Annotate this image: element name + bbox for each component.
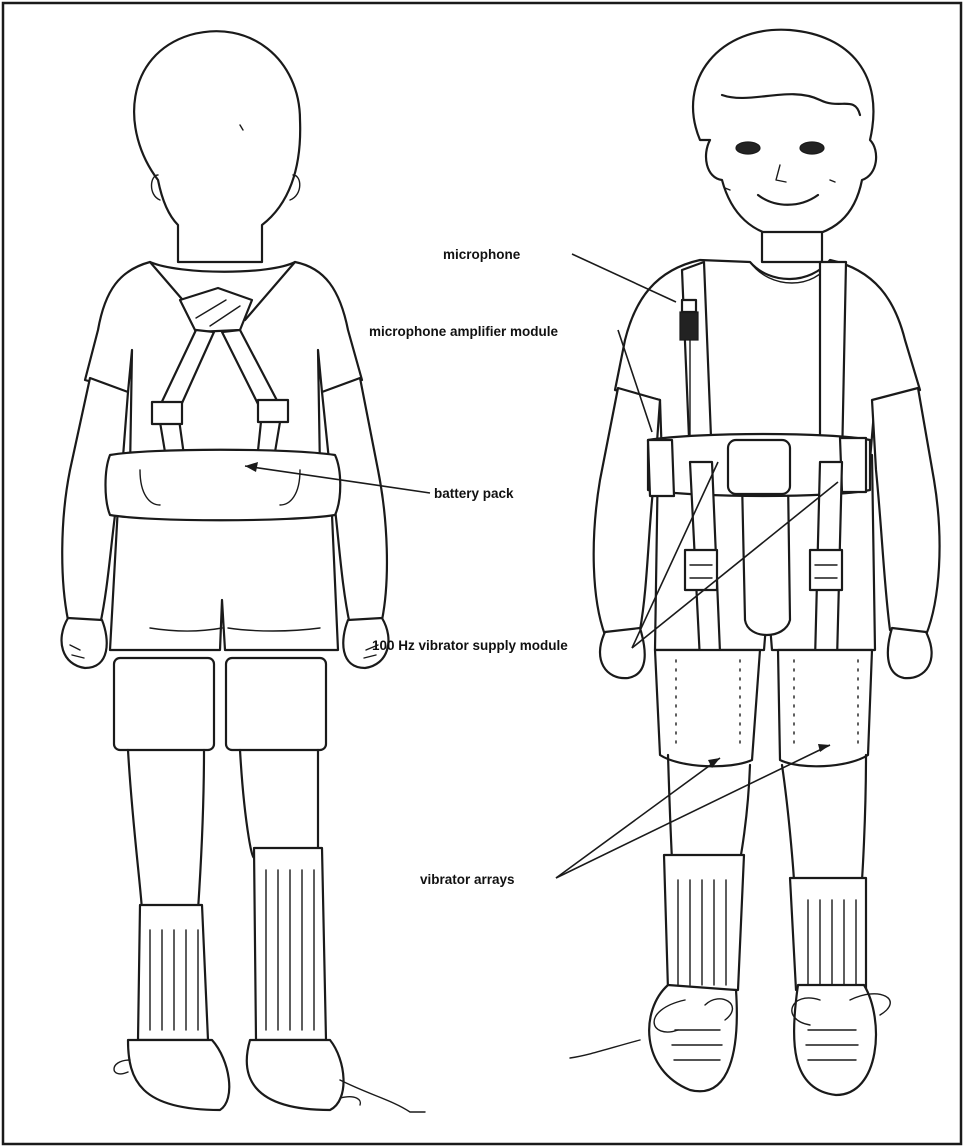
vibrator-array-right — [778, 650, 872, 766]
front-eye-right — [800, 142, 824, 154]
back-buckle-right — [258, 400, 288, 422]
back-shoe-right — [247, 1040, 344, 1110]
front-leg-right — [782, 755, 866, 880]
back-sock-ribs — [150, 870, 314, 1030]
microphone-cap — [682, 300, 696, 312]
back-hand-left — [62, 618, 107, 668]
front-leg-left — [668, 755, 750, 860]
back-leg-left — [128, 750, 204, 910]
label-supply-module: 100 Hz vibrator supply module — [372, 638, 568, 653]
back-buckle-left — [152, 402, 182, 424]
back-leg-pad-right — [226, 658, 326, 750]
back-shoelace-tip — [340, 1097, 360, 1105]
front-view-figure — [570, 30, 940, 1095]
back-shoe-left — [128, 1040, 229, 1110]
front-head — [693, 30, 876, 238]
front-sock-right — [790, 878, 866, 990]
front-sock-left — [664, 855, 744, 990]
vibrator-array-left — [655, 650, 760, 766]
amplifier-module — [648, 440, 674, 496]
front-fly-panel — [742, 480, 790, 635]
labels: microphone microphone amplifier module b… — [369, 247, 568, 887]
label-amplifier-module: microphone amplifier module — [369, 324, 559, 339]
front-strap-right-upper — [820, 262, 846, 462]
front-hand-right — [888, 628, 932, 678]
label-microphone: microphone — [443, 247, 521, 262]
back-head — [134, 31, 300, 262]
front-eye-left — [736, 142, 760, 154]
microphone-element — [680, 312, 698, 340]
front-belt-buckle — [728, 440, 790, 494]
label-battery-pack: battery pack — [434, 486, 514, 501]
label-vibrator-arrays: vibrator arrays — [420, 872, 515, 887]
front-shoe-right — [794, 985, 876, 1095]
front-buckle-right — [810, 550, 842, 590]
back-leg-right — [240, 750, 318, 858]
front-arm-right — [872, 388, 940, 635]
front-shoe-left — [649, 985, 737, 1091]
supply-module — [840, 438, 866, 492]
front-neck — [762, 232, 822, 262]
battery-pack — [106, 450, 341, 521]
back-leg-pad-left — [114, 658, 214, 750]
back-view-figure — [62, 31, 425, 1112]
